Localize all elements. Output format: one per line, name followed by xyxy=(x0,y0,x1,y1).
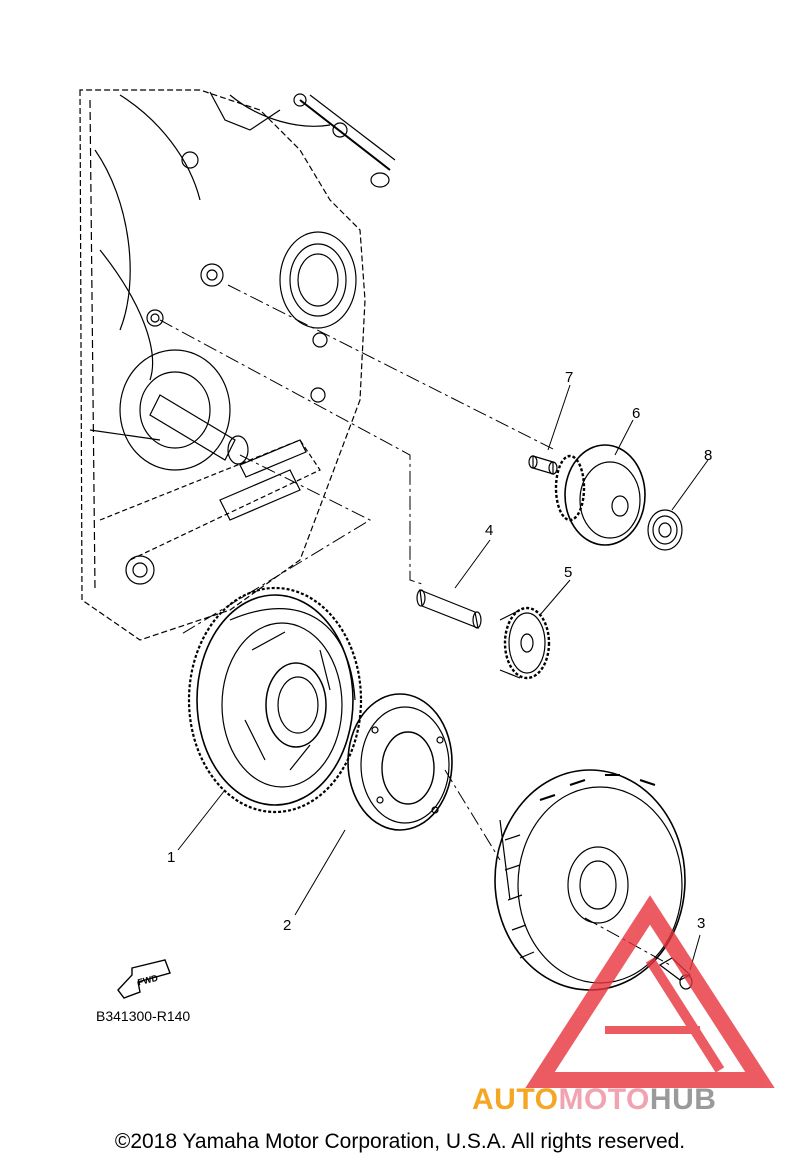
fwd-label: FWD xyxy=(137,973,160,988)
callout-3: 3 xyxy=(697,915,705,932)
starter-gear-part-1 xyxy=(187,586,363,814)
copyright-notice: ©2018 Yamaha Motor Corporation, U.S.A. A… xyxy=(114,1130,686,1153)
callout-2: 2 xyxy=(283,917,291,934)
callout-5: 5 xyxy=(564,564,572,581)
needle-bearing-part-7 xyxy=(528,455,558,475)
watermark-moto: MOTO xyxy=(558,1083,650,1116)
starter-clutch-gear-part-6 xyxy=(554,444,646,546)
idler-gear-part-5 xyxy=(499,606,551,680)
leader-lines xyxy=(177,384,709,971)
callout-1: 1 xyxy=(167,849,175,866)
watermark-auto: AUTO xyxy=(472,1083,559,1116)
shaft-part-4 xyxy=(416,589,482,629)
diagram-code: B341300-R140 xyxy=(96,1008,191,1024)
callout-8: 8 xyxy=(704,447,712,464)
watermark-triangle-logo xyxy=(525,895,775,1088)
bearing-part-8 xyxy=(647,509,683,551)
callout-7: 7 xyxy=(565,369,573,386)
callout-6: 6 xyxy=(632,405,640,422)
assembly-lines xyxy=(159,284,671,966)
watermark-brand: AUTOMOTOHUB xyxy=(472,1083,716,1117)
fwd-arrow-icon xyxy=(117,959,171,999)
callout-4: 4 xyxy=(485,522,493,539)
engine-crankcase xyxy=(79,89,396,641)
watermark-hub: HUB xyxy=(649,1083,717,1116)
one-way-clutch-part-2 xyxy=(347,693,453,831)
